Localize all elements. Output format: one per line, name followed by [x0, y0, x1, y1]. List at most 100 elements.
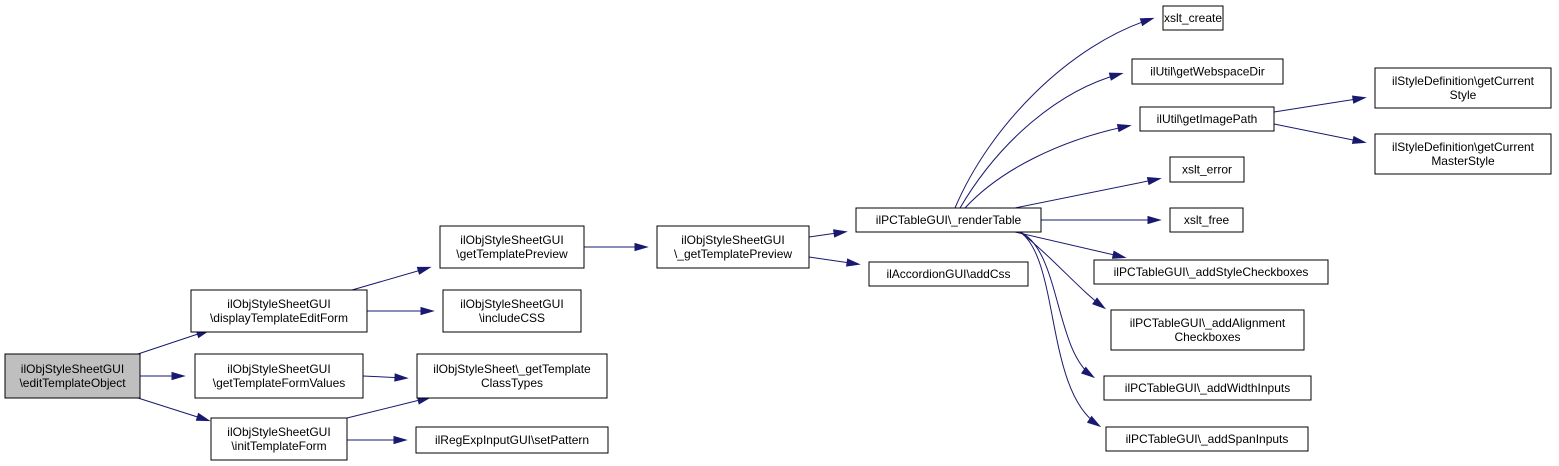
- node-box: [1169, 156, 1245, 183]
- edge-n9-n19: [1019, 231, 1102, 428]
- node-label-line: \initTemplateForm: [231, 439, 326, 453]
- node-xslt-error[interactable]: xslt_error: [1169, 156, 1245, 183]
- arrowhead: [1351, 135, 1367, 144]
- node-label-line: Checkboxes: [1174, 330, 1240, 344]
- node-label-line: ilRegExpInputGUI\setPattern: [435, 433, 589, 447]
- edge-n1-n4: [351, 266, 432, 291]
- arrowhead: [1146, 177, 1162, 186]
- edge-line: [1019, 231, 1099, 426]
- arrowhead: [1086, 415, 1102, 428]
- node-ilregexpinputgui-setpattern[interactable]: ilRegExpInputGUI\setPattern: [415, 426, 609, 454]
- arrowhead: [846, 258, 861, 267]
- node-ilobjstylesheetgui-gettemplateformvalues[interactable]: ilObjStyleSheetGUI\getTemplateFormValues: [194, 353, 364, 399]
- arrowhead: [393, 435, 408, 445]
- edge-line: [137, 330, 208, 355]
- node-label-line: ilUtil\getImagePath: [1157, 112, 1258, 126]
- node-label-line: ClassTypes: [481, 376, 543, 390]
- node-label-line: \getTemplatePreview: [456, 247, 568, 261]
- node-box: [1105, 426, 1309, 452]
- node-label-line: ilObjStyleSheetGUI: [681, 233, 784, 247]
- edge-n1-n5: [367, 306, 435, 316]
- node-label-line: ilUtil\getWebspaceDir: [1150, 65, 1265, 79]
- node-ilpctablegui-rendertable[interactable]: ilPCTableGUI\_renderTable: [855, 207, 1042, 233]
- node-label-line: MasterStyle: [1431, 154, 1495, 168]
- arrowhead: [394, 373, 409, 382]
- node-label-line: ilPCTableGUI\_addSpanInputs: [1126, 432, 1289, 446]
- node-xslt-free[interactable]: xslt_free: [1169, 207, 1244, 233]
- node-ilobjstylesheetgui-displaytemplateeditform[interactable]: ilObjStyleSheetGUI\displayTemplateEditFo…: [190, 289, 368, 333]
- node-ilobjstylesheetgui-inittemplateform[interactable]: ilObjStyleSheetGUI\initTemplateForm: [210, 417, 348, 461]
- edge-n0-n1: [137, 329, 211, 355]
- edge-n9-n18: [1019, 231, 1096, 379]
- arrowhead: [171, 371, 186, 381]
- node-ilutil-getimagepath[interactable]: ilUtil\getImagePath: [1139, 106, 1275, 132]
- node-ilobjstylesheetgui-gettemplatepreview[interactable]: ilObjStyleSheetGUI\_getTemplatePreview: [656, 225, 810, 269]
- node-box: [1103, 375, 1312, 401]
- arrowhead: [1108, 72, 1124, 81]
- node-label-line: xslt_create: [1164, 11, 1222, 25]
- node-ilobjstylesheetgui-edittemplateobject[interactable]: ilObjStyleSheetGUI\editTemplateObject: [4, 353, 141, 399]
- edge-line: [964, 125, 1129, 209]
- arrowhead: [416, 266, 432, 275]
- arrowhead: [833, 229, 848, 238]
- edge-n8-n10: [808, 256, 861, 267]
- node-label-line: ilPCTableGUI\_renderTable: [876, 213, 1022, 227]
- node-box: [656, 225, 810, 269]
- edge-line: [1273, 123, 1364, 143]
- edge-n9-n12: [959, 72, 1124, 209]
- node-label-line: \displayTemplateEditForm: [210, 311, 348, 325]
- node-ilaccordiongui-addcss[interactable]: ilAccordionGUI\addCss: [868, 261, 1029, 287]
- node-ilpctablegui-addwidthinputs[interactable]: ilPCTableGUI\_addWidthInputs: [1103, 375, 1312, 401]
- node-box: [4, 353, 141, 399]
- arrowhead: [1092, 297, 1107, 310]
- edge-n8-n9: [808, 229, 848, 238]
- node-box: [855, 207, 1042, 233]
- edge-n4-n8: [584, 242, 649, 252]
- node-box: [415, 426, 609, 454]
- node-label-line: \editTemplateObject: [19, 376, 126, 390]
- node-label-line: xslt_free: [1184, 213, 1230, 227]
- node-label-line: \getTemplateFormValues: [213, 376, 346, 390]
- edge-n2-n6: [362, 373, 409, 382]
- arrowhead: [634, 242, 649, 252]
- node-label-line: ilObjStyleSheetGUI: [21, 362, 124, 376]
- edge-n9-n16: [1014, 231, 1127, 259]
- edge-line: [959, 73, 1121, 209]
- call-graph-nodes: ilObjStyleSheetGUI\editTemplateObjectilO…: [4, 5, 1552, 461]
- arrowhead: [195, 412, 211, 422]
- node-ilpctablegui-addstylecheckboxes[interactable]: ilPCTableGUI\_addStyleCheckboxes: [1093, 259, 1329, 285]
- node-label-line: ilPCTableGUI\_addWidthInputs: [1125, 381, 1290, 395]
- node-label-line: ilAccordionGUI\addCss: [886, 267, 1010, 281]
- arrowhead: [1116, 124, 1132, 133]
- node-ilobjstylesheetgui-gettemplatepreview[interactable]: ilObjStyleSheetGUI\getTemplatePreview: [439, 225, 585, 269]
- node-box: [1374, 67, 1552, 109]
- node-label-line: ilPCTableGUI\_addAlignment: [1130, 316, 1286, 330]
- node-box: [442, 289, 582, 333]
- edge-n13-n20: [1273, 95, 1367, 113]
- arrowhead: [1352, 95, 1367, 104]
- edge-n0-n3: [137, 397, 211, 422]
- edge-n9-n13: [964, 124, 1132, 209]
- node-box: [439, 225, 585, 269]
- node-ilpctablegui-addspaninputs[interactable]: ilPCTableGUI\_addSpanInputs: [1105, 426, 1309, 452]
- arrowhead: [1111, 250, 1127, 259]
- node-ilutil-getwebspacedir[interactable]: ilUtil\getWebspaceDir: [1131, 58, 1284, 85]
- edge-n3-n7: [347, 435, 408, 445]
- node-xslt-create[interactable]: xslt_create: [1162, 5, 1224, 31]
- edge-line: [1014, 178, 1159, 209]
- node-label-line: ilObjStyleSheetGUI: [227, 425, 330, 439]
- edge-line: [346, 397, 429, 419]
- edge-n9-n14: [1014, 177, 1162, 209]
- edge-n9-n15: [1041, 215, 1162, 225]
- edge-n9-n17: [1019, 231, 1107, 310]
- node-box: [210, 417, 348, 461]
- node-box: [194, 353, 364, 399]
- node-box: [190, 289, 368, 333]
- node-ilobjstylesheetgui-includecss[interactable]: ilObjStyleSheetGUI\includeCSS: [442, 289, 582, 333]
- edge-n13-n21: [1273, 123, 1367, 144]
- node-label-line: ilObjStyleSheetGUI: [227, 362, 330, 376]
